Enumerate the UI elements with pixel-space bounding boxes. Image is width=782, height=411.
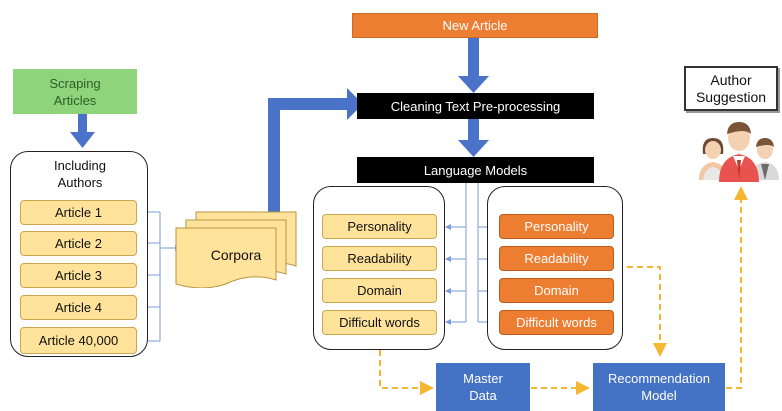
arrow-corpora-to-cleaning [268,88,363,214]
feature-right-item: Personality [499,214,614,239]
corpora-label: Corpora [210,247,262,263]
cleaning-label: Cleaning Text Pre-processing [390,98,561,114]
including-authors-label: Including Authors [53,158,107,190]
corpora-stack [175,211,297,288]
scraping-articles-label: Scraping Articles [49,75,101,108]
dashed-readability-to-recommendation [617,266,667,357]
feature-left-item: Personality [322,214,437,239]
author-suggestion-box: Author Suggestion [684,66,778,111]
feature-left-item: Difficult words [322,310,437,335]
person-left-icon [699,138,727,180]
master-data-box: Master Data [436,363,530,411]
feature-left-item: Domain [322,278,437,303]
person-center-icon [719,122,759,182]
dashed-features-to-master-data [379,350,434,395]
scraping-articles-box: Scraping Articles [13,69,137,114]
recommendation-model-label: Recommendation Model [608,371,710,403]
arrow-scraping-to-authors [70,114,95,148]
feature-left-item: Readability [322,246,437,271]
feature-right-item: Readability [499,246,614,271]
article-item: Article 3 [20,263,137,288]
arrow-cleaning-to-language-models [458,119,489,157]
people-group-icon [699,122,779,182]
author-suggestion-label: Author Suggestion [695,71,767,105]
new-article-box: New Article [352,13,598,38]
feature-right-item: Domain [499,278,614,303]
article-item: Article 2 [20,231,137,256]
cleaning-box: Cleaning Text Pre-processing [357,93,594,119]
arrow-new-article-to-cleaning [458,36,489,93]
language-models-box: Language Models [357,157,594,183]
article-item: Article 1 [20,200,137,225]
master-data-label: Master Data [463,371,503,403]
article-item: Article 40,000 [20,327,137,354]
new-article-label: New Article [442,18,508,33]
dashed-recommendation-to-author-suggestion [726,186,748,389]
recommendation-model-box: Recommendation Model [593,363,725,411]
article-item: Article 4 [20,295,137,320]
language-models-label: Language Models [423,162,528,178]
feature-right-item: Difficult words [499,310,614,335]
